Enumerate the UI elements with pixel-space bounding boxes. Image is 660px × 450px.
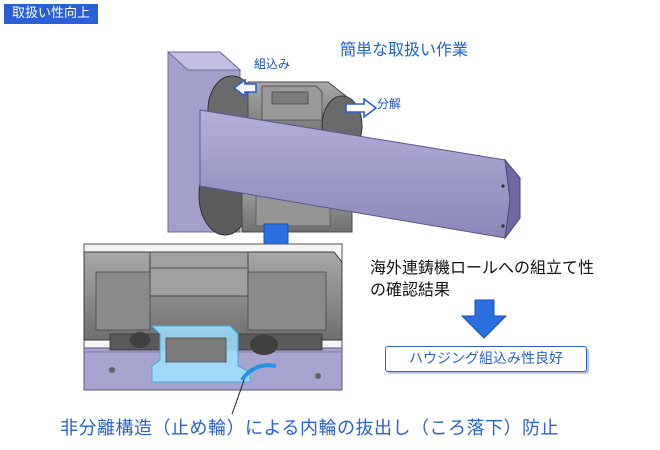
assemble-arrow-icon [232, 78, 257, 98]
top-figure-title: 簡単な取扱い作業 [340, 40, 469, 59]
result-text-line1: 海外連鋳機ロールへの組立て性 [370, 258, 595, 277]
bottom-caption: 非分離構造（止め輪）による内輪の抜出し（ころ落下）防止 [60, 418, 559, 439]
header-tag: 取扱い性向上 [4, 4, 99, 24]
leader-line [231, 379, 245, 415]
disassemble-arrow-icon [345, 97, 378, 119]
result-box: ハウジング組込み性良好 [385, 346, 587, 372]
disassemble-label: 分解 [377, 97, 402, 111]
result-text-line2: の確認結果 [370, 280, 451, 299]
bottom-detail-figure [83, 243, 343, 391]
top-bearing-assembly [166, 51, 521, 240]
assemble-label: 組込み [254, 57, 291, 71]
result-arrow-icon [460, 299, 508, 339]
